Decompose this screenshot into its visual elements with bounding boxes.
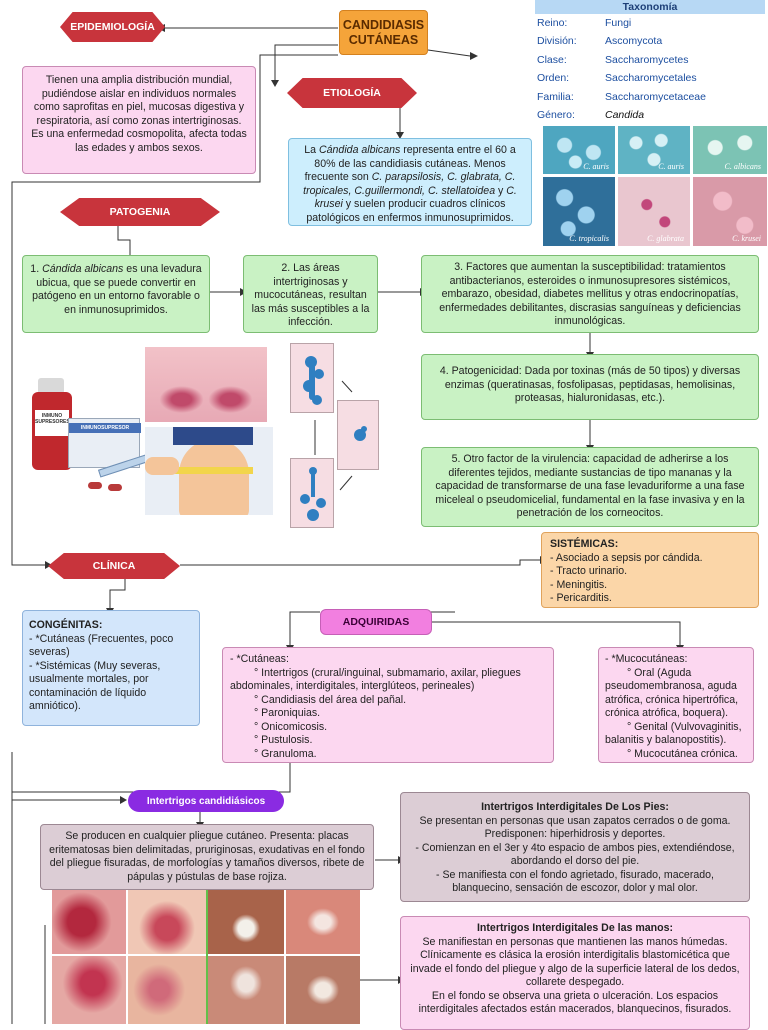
mucocutaneas-item: ° Oral (Aguda pseudomembranosa, aguda at… [605,666,739,720]
cutaneas-item: ° Onicomicosis. [254,720,328,733]
cutaneas-item: ° Candidiasis del área del pañal. [254,693,407,706]
manos-line: Se manifiestan en personas que mantienen… [410,935,740,989]
heading-patogenia: PATOGENIA [60,198,220,226]
yeast-form-card [290,343,334,413]
cutaneas-box: - *Cutáneas: ° Intertrigos (crural/ingui… [222,647,554,763]
shirt-shape [173,427,253,445]
pies-title: Intertrigos Interdigitales De Los Pies: [481,801,669,813]
sistemicas-item: - Pericarditis. [550,592,612,605]
intertrigos-text: Se producen en cualquier pliegue cutáneo… [49,830,365,883]
cutaneas-item: ° Paroniquias. [254,707,321,720]
heading-etiologia: ETIOLOGÍA [287,78,417,108]
foot-intertrigo-photo [286,956,360,1024]
cutaneas-item: ° Granuloma. [254,747,317,760]
pies-line: Se presentan en personas que usan zapato… [419,814,731,841]
taxonomy-row: Género:Candida [537,108,645,121]
taxonomy-row: Orden:Saccharomycetales [537,72,697,85]
cutaneas-item: ° Intertrigos (crural/inguinal, submamar… [230,666,521,693]
drug-bottle: INMUNO SUPRESORES [32,392,72,470]
patogenia-box-1: 1. Cándida albicans es una levadura ubic… [22,255,210,333]
patogenia-box-2: 2. Las áreas intertriginosas y mucocután… [243,255,378,333]
culture-photo: C. glabrata [618,177,690,246]
drug-box-band: INMUNOSUPRESOR [69,423,141,433]
congenitas-item: - *Cutáneas (Frecuentes, poco severas) [29,632,174,659]
intertrigo-photo-collage [52,890,360,1024]
culture-photo: C. auris [543,126,615,174]
sistemicas-item: - Tracto urinario. [550,565,628,578]
taxonomy-row: Familia:Saccharomycetaceae [537,90,706,103]
heading-adquiridas: ADQUIRIDAS [320,609,432,635]
pill-icon [108,484,122,491]
yeast-cells-icon [303,356,324,405]
hand-intertrigo-photo [208,956,284,1024]
patogenia-box-3: 3. Factores que aumentan la susceptibili… [421,255,759,333]
intertrigos-box: Se producen en cualquier pliegue cutáneo… [40,824,374,890]
measuring-tape [173,467,253,474]
taxonomy-row: División:Ascomycota [537,35,663,48]
heading-intertrigos: Intertrigos candidiásicos [128,790,284,812]
hyphae-icon [300,467,326,521]
congenitas-box: CONGÉNITAS: - *Cutáneas (Frecuentes, poc… [22,610,200,726]
sistemicas-item: - Asociado a sepsis por cándida. [550,551,703,564]
species-name: Cándida albicans [42,263,124,275]
submammary-intertrigo-photo [145,347,267,422]
culture-photo: C. auris [618,126,690,174]
congenitas-title: CONGÉNITAS: [29,619,103,631]
etiologia-box: La Cándida albicans representa entre el … [288,138,532,226]
mucocutaneas-box: - *Mucocutáneas: ° Oral (Aguda pseudomem… [598,647,754,763]
species-list: C. parapsilosis, C. glabrata, C. tropica… [303,171,516,197]
pies-box: Intertrigos Interdigitales De Los Pies: … [400,792,750,902]
patogenia-box-5: 5. Otro factor de la virulencia: capacid… [421,447,759,527]
pies-line: - Comienzan en el 3er y 4to espacio de a… [415,841,735,868]
mucocutaneas-title: - *Mucocutáneas: [605,653,688,665]
culture-photo: C. tropicalis [543,177,615,246]
manos-box: Intertrigos Interdigitales De las manos:… [400,916,750,1030]
epidemiologia-text: Tienen una amplia distribución mundial, … [31,74,247,154]
sistemicas-title: SISTÉMICAS: [550,538,619,550]
species-name: Cándida albicans [319,144,401,156]
taxonomy-header: Taxonomía [535,0,765,14]
manos-title: Intertrigos Interdigitales De las manos: [476,922,674,934]
hyphae-card [290,458,334,528]
sistemicas-item: - Meningitis. [550,578,608,591]
main-title-box: CANDIDIASIS CUTÁNEAS [339,10,428,55]
mucocutaneas-item: ° Mucocutánea crónica. [627,747,738,760]
main-title-line1: CANDIDIASIS [342,18,425,33]
manos-line: En el fondo se observa una grieta o ulce… [418,989,732,1016]
candida-cultures-grid: C. auris C. auris C. albicans C. tropica… [543,126,767,246]
heading-epidemiologia: EPIDEMIOLOGÍA [60,12,165,42]
patogenia-box-4: 4. Patogenicidad: Dada por toxinas (más … [421,354,759,420]
foot-intertrigo-photo [286,890,360,954]
cutaneas-item: ° Pustulosis. [254,734,313,747]
intertrigo-photo [128,890,206,954]
hand-shape [145,457,179,475]
hand-intertrigo-photo [208,890,284,954]
pseudohyphae-card [337,400,379,470]
intertrigo-photo [52,956,126,1024]
immunosuppressant-drugs-illustration: INMUNO SUPRESORES INMUNOSUPRESOR [28,378,153,496]
species-name: C. krusei [314,184,517,211]
mucocutaneas-item: ° Genital (Vulvovaginitis, balanitis y b… [605,720,742,747]
epidemiologia-box: Tienen una amplia distribución mundial, … [22,66,256,174]
drug-bottle-cap [38,378,64,394]
intertrigo-photo [128,956,206,1024]
taxonomy-row: Clase:Saccharomycetes [537,53,689,66]
taxonomy-row: Reino:Fungi [537,17,632,29]
congenitas-item: - *Sistémicas (Muy severas, usualmente m… [29,659,161,713]
taxonomy-table: Taxonomía Reino:Fungi División:Ascomycot… [535,0,765,126]
pill-icon [88,482,102,489]
obesity-illustration [145,427,273,515]
pies-line: - Se manifiesta con el fondo agrietado, … [436,868,714,895]
collage-divider [206,890,208,1024]
sistemicas-box: SISTÉMICAS: - Asociado a sepsis por cánd… [541,532,759,608]
abdomen-shape [179,439,249,515]
cutaneas-title: - *Cutáneas: [230,653,289,665]
heading-clinica: CLÍNICA [48,553,180,579]
intertrigo-photo [52,890,126,954]
pseudohyphae-icon [354,426,367,441]
culture-photo: C. krusei [693,177,767,246]
culture-photo: C. albicans [693,126,767,174]
drug-bottle-label: INMUNO SUPRESORES [35,410,70,436]
main-title-line2: CUTÁNEAS [348,32,419,47]
